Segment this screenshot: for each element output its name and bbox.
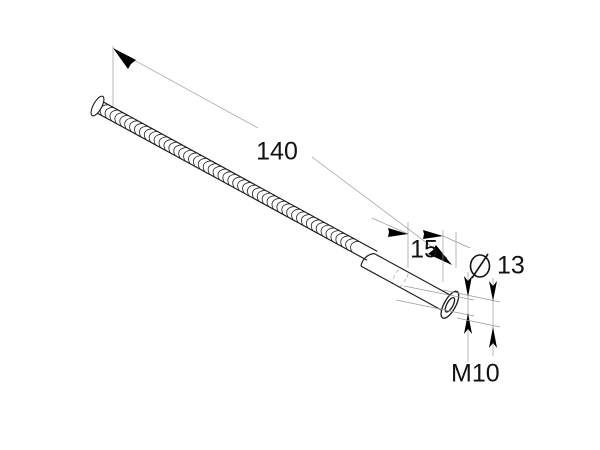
overall-length-dimension-line-a xyxy=(120,52,259,129)
thread-spec-arrow-top xyxy=(464,276,472,297)
thread-spec-label: M10 xyxy=(451,360,500,388)
outer-diameter-arrow-top xyxy=(489,281,497,301)
diameter-symbol-icon xyxy=(469,253,491,279)
rod-top-edge xyxy=(102,100,378,252)
overall-length-arrow-left xyxy=(113,48,136,69)
sleeve-shoulder-arc xyxy=(360,252,375,267)
drawing-root: 140 xyxy=(90,46,525,388)
outer-diameter-leader-top xyxy=(442,289,501,303)
overall-length-dimension-line-b xyxy=(311,156,448,259)
sleeve-bottom-edge xyxy=(360,265,444,312)
diameter-symbol-circle xyxy=(469,254,491,278)
sleeve-inner-bore xyxy=(444,296,456,313)
outer-diameter-label: 13 xyxy=(497,252,525,280)
sleeve-top-edge xyxy=(373,252,457,300)
overall-length-dimension: 140 xyxy=(112,46,457,268)
outer-diameter-arrow-bottom xyxy=(489,327,497,348)
rod-bottom-edge xyxy=(92,110,368,262)
thread-spec-leader-bottom xyxy=(395,299,475,317)
socket-sleeve xyxy=(360,252,460,319)
sleeve-length-label: 15 xyxy=(410,236,438,264)
threaded-rod xyxy=(90,95,378,262)
sleeve-barrel xyxy=(361,253,457,312)
overall-length-arrow-right xyxy=(428,245,452,265)
sleeve-length-arrow-right xyxy=(423,230,443,239)
sleeve-length-dimension: 15 xyxy=(371,217,471,282)
overall-length-label: 140 xyxy=(256,138,298,166)
thread-spec-arrow-bottom xyxy=(464,313,472,334)
sleeve-length-dimension-line-a xyxy=(371,217,409,235)
rod-barrel xyxy=(92,101,378,261)
thread-spec-dimension: M10 xyxy=(395,272,500,388)
rod-end-face xyxy=(90,95,105,117)
sleeve-length-arrow-left xyxy=(388,228,408,237)
outer-diameter-leader-bottom xyxy=(456,317,501,328)
thread-spec-leader-top xyxy=(403,285,475,301)
diameter-symbol-slash xyxy=(471,253,489,279)
sleeve-length-dimension-line-b xyxy=(442,235,471,249)
outer-diameter-dimension: 13 xyxy=(442,252,525,356)
